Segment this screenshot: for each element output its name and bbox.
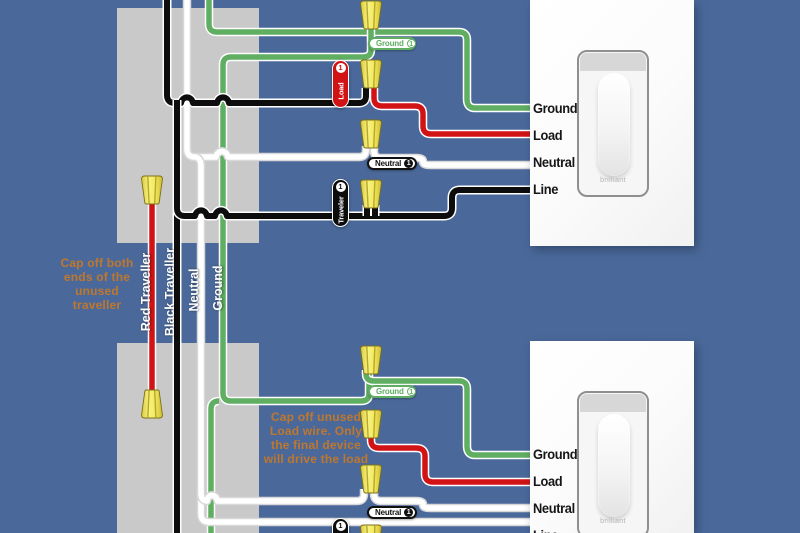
- wire-nut: [359, 179, 383, 209]
- wire-line-feed-to-load-junction: [162, 0, 371, 108]
- riser-label-ground: Ground: [211, 265, 225, 311]
- wire-ground-riser: [218, 28, 376, 406]
- wire-nut: [359, 464, 383, 494]
- terminal-line-2: Line: [533, 527, 558, 533]
- wire-count-badge: 1: [335, 521, 346, 531]
- wire-nut: [140, 389, 164, 419]
- terminal-neutral-2: Neutral: [533, 500, 575, 516]
- wire-nut: [359, 524, 383, 533]
- switch-paddle-2: [598, 414, 630, 517]
- neutral-wire-tag-1: Neutral 1: [367, 157, 417, 170]
- wire-nut: [359, 119, 383, 149]
- terminal-load-1: Load: [533, 127, 563, 143]
- wire-neutral-riser: [194, 153, 534, 527]
- wire-load-to-device1: [369, 88, 538, 139]
- ground-wire-tag-2: Ground 1: [368, 385, 416, 398]
- switch-top-band: [580, 394, 646, 412]
- wire-neutral-branch-bottom: [196, 487, 369, 506]
- traveler-wire-tag-2: 1 Traveler: [332, 518, 349, 533]
- switch-plate-2: brilliant: [530, 341, 694, 533]
- load-wire-tag-1: 1 Load: [332, 60, 349, 108]
- wire-ground-continue-down: [206, 396, 220, 533]
- switch-top-band: [580, 53, 646, 71]
- wire-nut: [140, 175, 164, 205]
- terminal-line-1: Line: [533, 181, 559, 197]
- note-cap-traveller: Cap off both ends of the unused travelle…: [60, 256, 134, 312]
- wire-count-badge: 1: [404, 508, 414, 517]
- wire-count-badge: 1: [406, 39, 416, 48]
- wires: [147, 0, 538, 533]
- brand-logo-2: brilliant: [600, 518, 626, 525]
- ground-wire-tag-1: Ground 1: [368, 37, 416, 50]
- wire-count-badge: 1: [404, 159, 414, 168]
- wire-count-badge: 1: [406, 387, 416, 396]
- wire-neutral-to-device1: [369, 146, 538, 170]
- switch-module-2: brilliant: [577, 391, 649, 533]
- wire-ground-to-device2: [361, 369, 538, 460]
- wire-capped-load-device2: [366, 434, 538, 487]
- neutral-wire-tag-2: Neutral 1: [367, 506, 417, 519]
- wire-line-to-device1: [172, 185, 538, 221]
- switch-module-1: brilliant: [577, 50, 649, 197]
- riser-label-neutral: Neutral: [187, 268, 201, 312]
- wire-count-badge: 1: [335, 182, 346, 192]
- wire-nut: [359, 345, 383, 375]
- wire-neutral-to-device2: [369, 489, 538, 513]
- wire-neutral-feed: [182, 0, 371, 162]
- terminal-ground-2: Ground: [533, 446, 578, 462]
- wire-count-badge: 1: [335, 63, 346, 73]
- traveler-wire-tag-1: 1 Traveler: [332, 179, 349, 227]
- wire-nut: [359, 0, 383, 30]
- brand-logo-1: brilliant: [600, 177, 626, 184]
- switch-paddle-1: [598, 73, 630, 176]
- terminal-load-2: Load: [533, 473, 563, 489]
- wire-nut: [359, 59, 383, 89]
- terminal-ground-1: Ground: [533, 100, 578, 116]
- note-cap-load: Cap off unused Load wire. Only the final…: [263, 410, 369, 466]
- riser-label-black-traveller: Black Traveller: [163, 247, 177, 337]
- switch-plate-1: brilliant: [530, 0, 694, 246]
- terminal-neutral-1: Neutral: [533, 154, 575, 170]
- wire-ground-feed-to-device1: [204, 0, 538, 113]
